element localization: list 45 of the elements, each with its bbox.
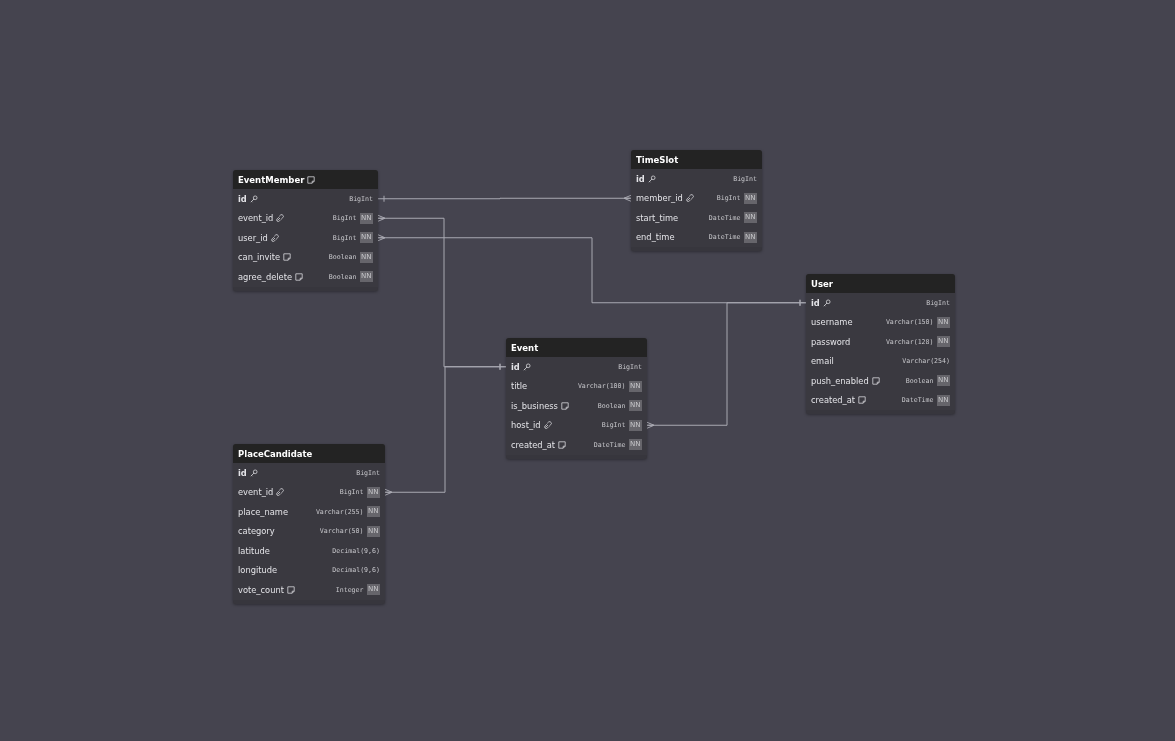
table-name: EventMember — [238, 174, 305, 185]
field-name: end_time — [636, 232, 675, 243]
table-row — [233, 463, 385, 483]
field-name: category — [238, 526, 275, 537]
table-row — [233, 189, 378, 209]
table-card — [233, 444, 385, 604]
field-name: vote_count — [238, 584, 284, 595]
field-name: place_name — [238, 506, 288, 517]
field-name: host_id — [511, 420, 541, 431]
table-name: TimeSlot — [636, 154, 679, 165]
field-name: id — [811, 297, 820, 308]
field-name: start_time — [636, 212, 679, 223]
table-row — [806, 293, 955, 313]
field-name: id — [238, 467, 247, 478]
field-name: email — [811, 356, 834, 367]
table-card — [631, 150, 762, 251]
field-name: event_id — [238, 213, 274, 224]
field-name: latitude — [238, 545, 270, 556]
relationship-line — [646, 299, 807, 429]
table-card — [806, 274, 955, 414]
field-name: agree_delete — [238, 271, 293, 282]
relationship-line — [377, 194, 632, 203]
field-name: created_at — [811, 395, 856, 406]
field-name: password — [811, 336, 851, 347]
field-name: user_id — [238, 232, 268, 243]
field-name: id — [636, 173, 645, 184]
field-name: id — [238, 193, 247, 204]
field-name: is_business — [511, 400, 558, 411]
field-name: username — [811, 317, 853, 328]
field-name: member_id — [636, 193, 683, 204]
table-card — [506, 338, 647, 459]
field-name: title — [511, 381, 528, 392]
table-name: Event — [511, 342, 539, 353]
field-name: created_at — [511, 439, 556, 450]
field-name: id — [511, 361, 520, 372]
field-name: push_enabled — [811, 375, 869, 386]
table-name: PlaceCandidate — [238, 448, 313, 459]
field-name: can_invite — [238, 252, 281, 263]
field-name: event_id — [238, 487, 274, 498]
table-row — [506, 357, 647, 377]
table-row — [631, 169, 762, 189]
table-name: User — [811, 278, 833, 289]
table-card — [233, 170, 378, 291]
relationship-line — [384, 363, 507, 496]
field-name: longitude — [238, 565, 278, 576]
